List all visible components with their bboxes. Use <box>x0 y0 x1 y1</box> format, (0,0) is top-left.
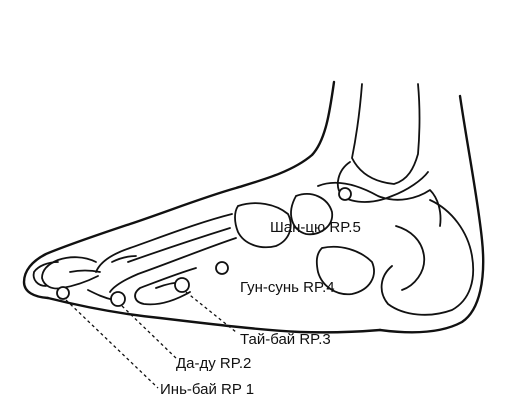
foot-bones <box>32 83 475 316</box>
proximal-phalanges <box>41 256 99 290</box>
acupoint-labels: Шан-цю RP.5 Гун-сунь RP.4 Тай-бай RP.3 Д… <box>160 219 361 398</box>
rp5-point <box>338 187 352 201</box>
heel-outline <box>378 94 485 334</box>
cuboid-bone <box>315 245 375 296</box>
rp4-label: Гун-сунь RP.4 <box>240 279 335 296</box>
rp1-point <box>56 286 70 300</box>
distal-phalanges <box>32 261 59 287</box>
calcaneus-bone <box>380 199 475 316</box>
foot-outline <box>22 80 485 334</box>
rp4-point <box>215 261 229 275</box>
metatarsal-2 <box>127 227 231 263</box>
navicular-bone <box>290 193 333 236</box>
tibia-bone <box>351 83 421 185</box>
acupoint-markers <box>56 187 352 307</box>
rp3-point <box>174 277 190 293</box>
shin-front-dorsum-line <box>22 80 336 300</box>
rp2-leader <box>121 305 179 361</box>
leader-lines <box>65 291 237 389</box>
metatarsal-1 <box>95 213 233 273</box>
rp2-label: Да-ду RP.2 <box>176 355 251 372</box>
metatarsal-3 <box>134 267 197 306</box>
rp1-label: Инь-бай RP 1 <box>160 381 254 398</box>
metatarsal-1-lower <box>109 237 237 293</box>
ankle-joint <box>336 161 429 203</box>
rp3-leader <box>185 291 237 333</box>
rp5-label: Шан-цю RP.5 <box>270 219 361 236</box>
cuneiform-bones <box>234 202 292 249</box>
rp2-point <box>110 291 126 307</box>
sole-outline <box>46 296 382 334</box>
calcaneus-inner <box>395 225 426 291</box>
rp3-label: Тай-бай RP.3 <box>240 331 331 348</box>
rp1-leader <box>65 299 159 389</box>
toe-joints <box>69 255 137 273</box>
